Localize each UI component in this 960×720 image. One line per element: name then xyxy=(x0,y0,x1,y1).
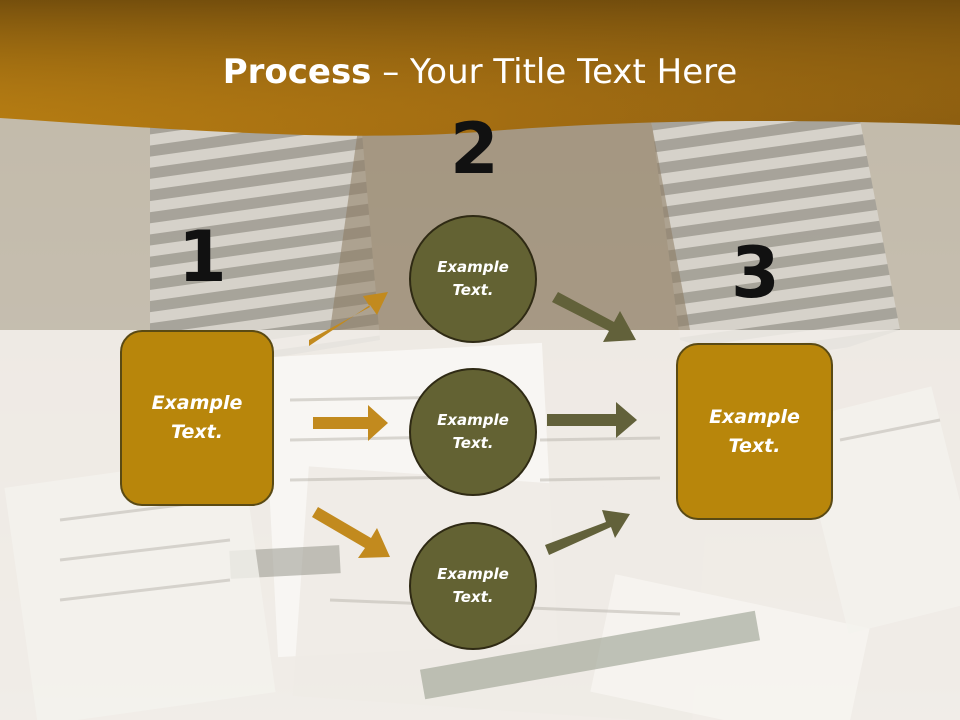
circle-middle-label: Example Text. xyxy=(437,411,509,452)
left-box[interactable]: Example Text. xyxy=(120,330,274,506)
title-rest: – Your Title Text Here xyxy=(371,52,738,92)
title-bold: Process xyxy=(222,52,372,92)
slide-title: Process – Your Title Text Here xyxy=(0,52,960,92)
right-box-label: Example Text. xyxy=(709,405,800,457)
right-box[interactable]: Example Text. xyxy=(676,343,833,520)
circle-bottom[interactable]: Example Text. xyxy=(409,522,537,650)
left-box-label: Example Text. xyxy=(151,392,243,443)
step-number-2: 2 xyxy=(450,108,499,190)
circle-bottom-label: Example Text. xyxy=(437,565,509,606)
circle-top[interactable]: Example Text. xyxy=(409,215,537,343)
circle-middle[interactable]: Example Text. xyxy=(409,368,537,496)
step-number-1: 1 xyxy=(178,216,227,298)
step-number-3: 3 xyxy=(731,232,780,314)
circle-top-label: Example Text. xyxy=(437,258,509,299)
